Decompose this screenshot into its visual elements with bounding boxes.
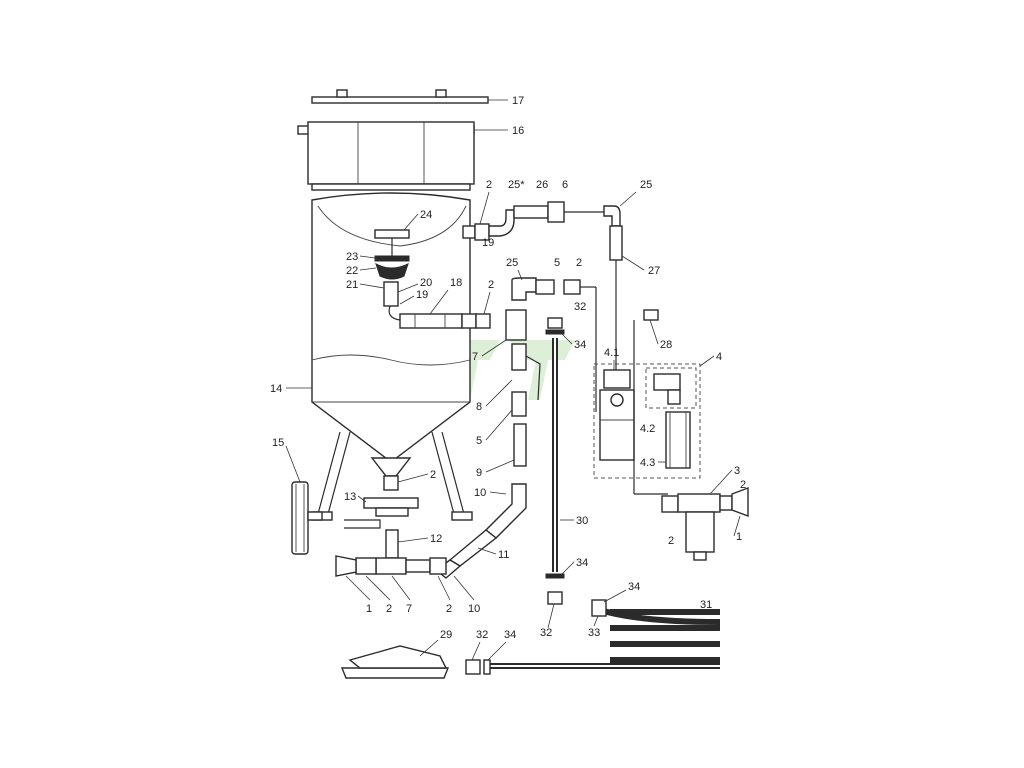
wheel-15 bbox=[291, 481, 323, 555]
label-32-top: 32 bbox=[574, 301, 586, 313]
pop-up-valve-assembly bbox=[374, 229, 491, 329]
top-exhaust-piping bbox=[462, 201, 565, 241]
label-1-right: 1 bbox=[736, 531, 742, 543]
deadman-handle-29 bbox=[340, 645, 491, 679]
label-2-left: 2 bbox=[488, 279, 494, 291]
label-2-bottom-a: 2 bbox=[386, 603, 392, 615]
pressure-vessel-14 bbox=[311, 192, 473, 521]
callout-labels: 17 16 2 25* 26 6 25 19 27 24 23 22 21 20… bbox=[270, 95, 746, 661]
metering-piping-assembly bbox=[434, 277, 597, 579]
label-2-filter: 2 bbox=[668, 535, 674, 547]
label-25-star: 25* bbox=[508, 179, 525, 191]
moisture-filter-3 bbox=[634, 486, 749, 561]
label-28: 28 bbox=[660, 339, 672, 351]
lid-17 bbox=[311, 89, 489, 104]
label-7-bottom: 7 bbox=[406, 603, 412, 615]
label-34-top: 34 bbox=[574, 339, 586, 351]
label-7-mid: 7 bbox=[472, 351, 478, 363]
label-25-right: 25 bbox=[640, 179, 652, 191]
label-26: 26 bbox=[536, 179, 548, 191]
label-31: 31 bbox=[700, 599, 712, 611]
label-15: 15 bbox=[272, 437, 284, 449]
label-4: 4 bbox=[716, 351, 722, 363]
label-29: 29 bbox=[440, 629, 452, 641]
label-34-right: 34 bbox=[628, 581, 640, 593]
label-16: 16 bbox=[512, 125, 524, 137]
control-line-25-27 bbox=[564, 205, 623, 372]
label-24: 24 bbox=[420, 209, 432, 221]
label-2-top: 2 bbox=[486, 179, 492, 191]
label-34-handle: 34 bbox=[504, 629, 516, 641]
label-17: 17 bbox=[512, 95, 524, 107]
label-18: 18 bbox=[450, 277, 462, 289]
label-30: 30 bbox=[576, 515, 588, 527]
bottom-mixing-assembly bbox=[335, 475, 447, 577]
label-4-1: 4.1 bbox=[604, 347, 619, 359]
label-19-top: 19 bbox=[482, 237, 494, 249]
label-5-mid: 5 bbox=[476, 435, 482, 447]
label-27: 27 bbox=[648, 265, 660, 277]
label-5-top: 5 bbox=[554, 257, 560, 269]
label-2-cone: 2 bbox=[430, 469, 436, 481]
label-33: 33 bbox=[588, 627, 600, 639]
label-12: 12 bbox=[430, 533, 442, 545]
label-4-3: 4.3 bbox=[640, 457, 655, 469]
twinline-hose-31 bbox=[488, 599, 721, 669]
label-22: 22 bbox=[346, 265, 358, 277]
label-2-mid: 2 bbox=[576, 257, 582, 269]
blast-hose-30 bbox=[545, 317, 565, 605]
label-10-bottom: 10 bbox=[468, 603, 480, 615]
label-32-bottom: 32 bbox=[540, 627, 552, 639]
label-11: 11 bbox=[498, 549, 509, 561]
screen-16 bbox=[297, 121, 475, 191]
label-13: 13 bbox=[344, 491, 356, 503]
label-1-bottom: 1 bbox=[366, 603, 372, 615]
label-2-right: 2 bbox=[740, 479, 746, 491]
label-23: 23 bbox=[346, 251, 358, 263]
label-32-handle: 32 bbox=[476, 629, 488, 641]
label-25-mid: 25 bbox=[506, 257, 518, 269]
label-9: 9 bbox=[476, 467, 482, 479]
label-6: 6 bbox=[562, 179, 568, 191]
label-10-top: 10 bbox=[474, 487, 486, 499]
label-21: 21 bbox=[346, 279, 358, 291]
label-14: 14 bbox=[270, 383, 282, 395]
label-34-mid: 34 bbox=[576, 557, 588, 569]
label-2-bottom-b: 2 bbox=[446, 603, 452, 615]
remote-control-valve-4 bbox=[593, 309, 701, 494]
label-4-2: 4.2 bbox=[640, 423, 655, 435]
label-8: 8 bbox=[476, 401, 482, 413]
label-3: 3 bbox=[734, 465, 740, 477]
label-19-inner: 19 bbox=[416, 289, 428, 301]
label-20: 20 bbox=[420, 277, 432, 289]
